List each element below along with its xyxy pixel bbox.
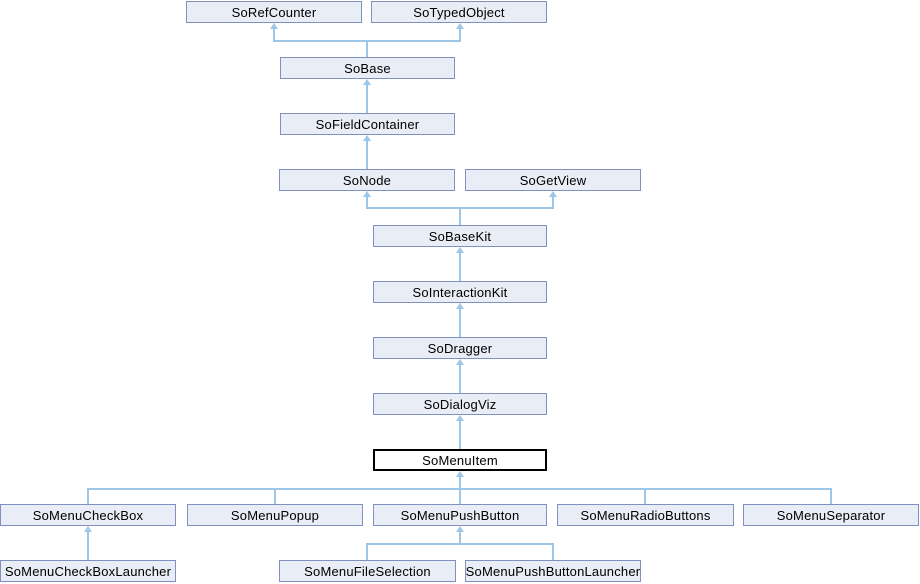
class-node-somenuseparator[interactable]: SoMenuSeparator — [743, 504, 919, 526]
class-node-sodragger[interactable]: SoDragger — [373, 337, 547, 359]
inheritance-edge-line — [366, 140, 368, 169]
inheritance-edge-line — [274, 488, 276, 504]
arrow-up-icon — [363, 191, 371, 197]
class-node-somenucheckboxlauncher[interactable]: SoMenuCheckBoxLauncher — [0, 560, 176, 582]
class-node-somenucheckbox[interactable]: SoMenuCheckBox — [0, 504, 176, 526]
arrow-up-icon — [456, 526, 464, 532]
inheritance-edge-line — [366, 40, 368, 57]
class-node-sogetview[interactable]: SoGetView — [465, 169, 641, 191]
inheritance-edge-line — [366, 196, 368, 209]
class-node-sodialogviz[interactable]: SoDialogViz — [373, 393, 547, 415]
inheritance-edge-line — [459, 207, 461, 225]
inheritance-edge-line — [830, 488, 832, 504]
inheritance-edge-line — [459, 364, 461, 393]
arrow-up-icon — [549, 191, 557, 197]
class-node-sotypedobject[interactable]: SoTypedObject — [371, 1, 547, 23]
inheritance-edge-line — [459, 28, 461, 41]
arrow-up-icon — [456, 247, 464, 253]
class-node-somenupushbuttonlauncher[interactable]: SoMenuPushButtonLauncher — [465, 560, 641, 582]
arrow-up-icon — [456, 23, 464, 29]
arrow-up-icon — [84, 526, 92, 532]
inheritance-edge-line — [459, 476, 461, 504]
inheritance-edge-line — [552, 196, 554, 209]
class-node-somenuradiobuttons[interactable]: SoMenuRadioButtons — [557, 504, 734, 526]
inheritance-edge-line — [87, 531, 89, 560]
class-node-somenuitem: SoMenuItem — [373, 449, 547, 471]
class-node-sobase[interactable]: SoBase — [280, 57, 455, 79]
inheritance-edge-line — [552, 543, 554, 560]
inheritance-edge-line — [459, 308, 461, 337]
arrow-up-icon — [456, 303, 464, 309]
class-node-somenufileselection[interactable]: SoMenuFileSelection — [279, 560, 456, 582]
arrow-up-icon — [456, 359, 464, 365]
arrow-up-icon — [456, 415, 464, 421]
class-node-sointeractionkit[interactable]: SoInteractionKit — [373, 281, 547, 303]
inheritance-edge-line — [459, 531, 461, 544]
class-node-sofieldcontainer[interactable]: SoFieldContainer — [280, 113, 455, 135]
class-node-somenupopup[interactable]: SoMenuPopup — [187, 504, 363, 526]
arrow-up-icon — [456, 471, 464, 477]
inheritance-edge-line — [366, 84, 368, 113]
class-node-somenupushbutton[interactable]: SoMenuPushButton — [373, 504, 547, 526]
class-node-sobasekit[interactable]: SoBaseKit — [373, 225, 547, 247]
inheritance-edge-line — [459, 420, 461, 449]
arrow-up-icon — [270, 23, 278, 29]
inheritance-edge-line — [87, 488, 832, 490]
arrow-up-icon — [363, 135, 371, 141]
inheritance-edge-line — [87, 488, 89, 504]
inheritance-edge-line — [644, 488, 646, 504]
class-node-sorefcounter[interactable]: SoRefCounter — [186, 1, 362, 23]
inheritance-edge-line — [366, 543, 554, 545]
arrow-up-icon — [363, 79, 371, 85]
class-node-sonode[interactable]: SoNode — [279, 169, 455, 191]
inheritance-edge-line — [459, 252, 461, 281]
inheritance-edge-line — [273, 28, 275, 41]
inheritance-edge-line — [366, 543, 368, 560]
